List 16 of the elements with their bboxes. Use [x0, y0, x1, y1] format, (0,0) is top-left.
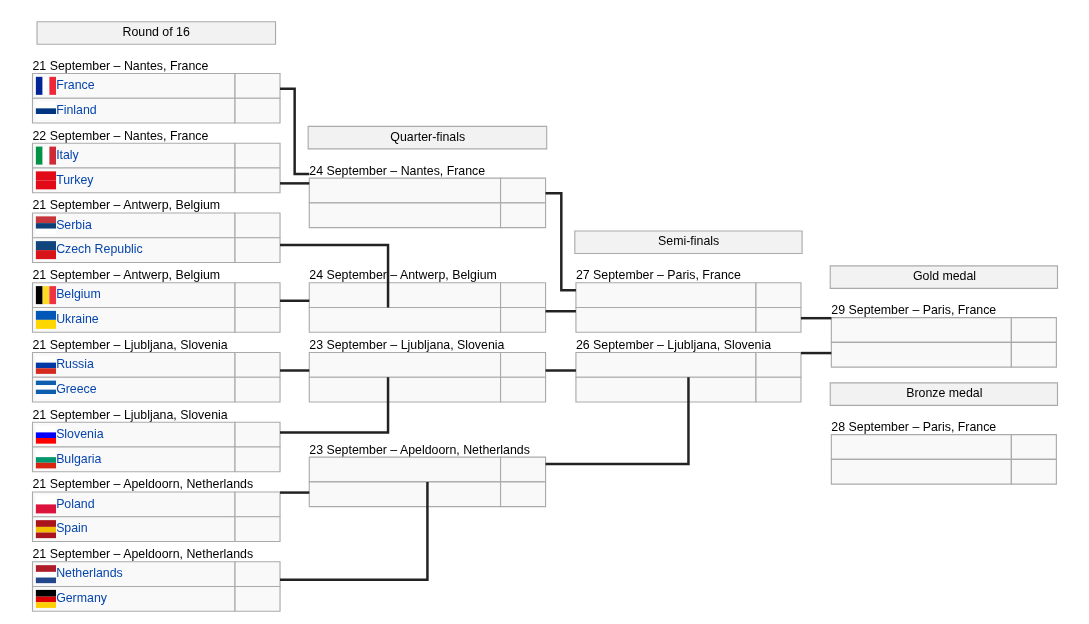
- node-label: 28 September – Paris, France: [830, 420, 996, 435]
- node-label: 21 September – Ljubljana, Slovenia: [32, 337, 228, 352]
- node-label: 21 September – Antwerp, Belgium: [32, 198, 220, 213]
- node-label: 23 September – Ljubljana, Slovenia: [308, 337, 504, 352]
- node-label: 26 September – Ljubljana, Slovenia: [575, 337, 771, 352]
- node-label: 21 September – Ljubljana, Slovenia: [32, 407, 228, 422]
- node-label: 21 September – Apeldoorn, Netherlands: [32, 477, 253, 492]
- node-label: 21 September – Nantes, France: [32, 58, 208, 73]
- node-label: 21 September – Antwerp, Belgium: [32, 268, 220, 283]
- node-label: 21 September – Apeldoorn, Netherlands: [32, 547, 253, 562]
- node-label: 22 September – Nantes, France: [32, 128, 208, 143]
- node-label: 23 September – Apeldoorn, Netherlands: [308, 442, 530, 457]
- node-label: 24 September – Antwerp, Belgium: [308, 268, 497, 283]
- node-label: 27 September – Paris, France: [575, 268, 741, 283]
- node-label: 29 September – Paris, France: [830, 303, 996, 318]
- node-label: 24 September – Nantes, France: [308, 163, 485, 178]
